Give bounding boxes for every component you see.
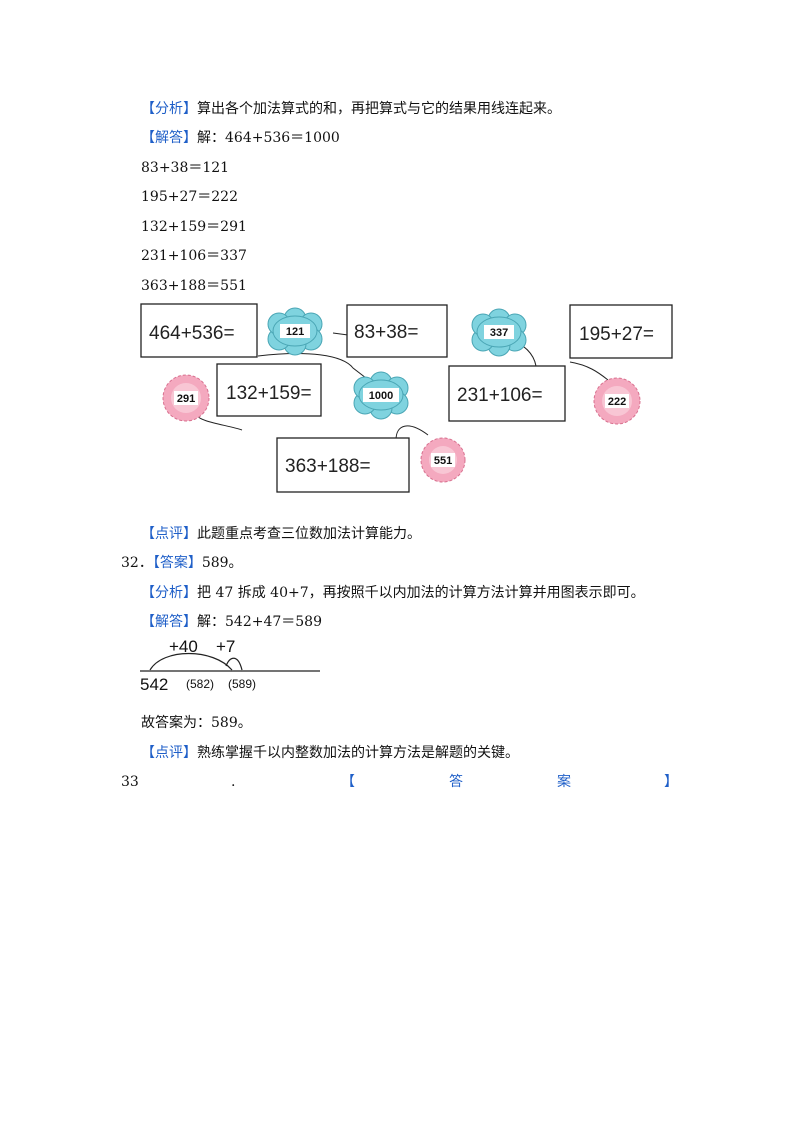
result-text: 121 — [286, 326, 304, 338]
expr-box-132-159: 132+159= — [216, 363, 322, 417]
jump-arc-7 — [225, 657, 243, 671]
solution-text: 解：542+47＝589 — [197, 614, 322, 630]
result-flower-291: 291 — [162, 374, 210, 422]
q31-analysis: 【分析】算出各个加法算式的和，再把算式与它的结果用线连起来。 — [141, 100, 561, 118]
answer-text: 解：464+536＝1000 — [197, 130, 340, 146]
q32-answer: 32．【答案】589。 — [121, 554, 243, 572]
q32-comment: 【点评】熟练掌握千以内整数加法的计算方法是解题的关键。 — [141, 744, 519, 762]
q33-number: 33 — [121, 774, 139, 790]
q32-analysis: 【分析】把 47 拆成 40+7，再按照千以内加法的计算方法计算并用图表示即可。 — [141, 584, 645, 602]
expr-text: 195+27= — [579, 324, 654, 345]
solution-tag: 【解答】 — [141, 614, 197, 630]
mid-label: (582) — [186, 677, 214, 691]
answer-tag: 【答案】 — [152, 555, 202, 571]
answer-value: 589。 — [201, 555, 243, 571]
comment-text: 此题重点考查三位数加法计算能力。 — [197, 526, 421, 542]
comment-tag: 【点评】 — [141, 526, 197, 542]
result-cloud-1000: 1000 — [353, 371, 409, 420]
q32-final: 故答案为：589。 — [141, 715, 252, 731]
expr-box-231-106: 231+106= — [448, 365, 566, 422]
comment-tag: 【点评】 — [141, 745, 197, 761]
q33-char-1: 答 — [449, 774, 463, 790]
line-83-121 — [332, 332, 349, 336]
result-text: 291 — [177, 393, 195, 405]
q33-char-2: 案 — [557, 774, 571, 790]
q31-step-4: 231+106＝337 — [141, 248, 247, 264]
expr-text: 464+536= — [149, 323, 235, 344]
result-text: 222 — [608, 396, 626, 408]
q33-dot: . — [231, 774, 236, 790]
expr-text: 363+188= — [285, 456, 371, 477]
result-text: 551 — [434, 455, 452, 467]
jump-label-40: +40 — [169, 637, 198, 656]
jump-label-7: +7 — [216, 637, 235, 656]
analysis-tag: 【分析】 — [141, 101, 197, 117]
end-label: (589) — [228, 677, 256, 691]
expr-box-363-188: 363+188= — [276, 437, 410, 493]
q31-step-2: 195+27＝222 — [141, 189, 238, 205]
expr-text: 231+106= — [457, 385, 543, 406]
analysis-tag: 【分析】 — [141, 585, 197, 601]
line-195-222 — [569, 361, 609, 381]
result-cloud-337: 337 — [471, 308, 527, 357]
result-text: 337 — [490, 327, 508, 339]
q33-bracket-close: 】 — [664, 774, 678, 790]
start-label: 542 — [140, 675, 168, 694]
number-line-figure: +40 +7 542 (582) (589) — [140, 637, 320, 694]
analysis-text: 算出各个加法算式的和，再把算式与它的结果用线连起来。 — [197, 101, 561, 117]
line-464-1000 — [257, 352, 367, 379]
expr-box-464-536: 464+536= — [140, 303, 258, 358]
expr-text: 132+159= — [226, 383, 312, 404]
q31-answer: 【解答】解：464+536＝1000 — [141, 129, 340, 147]
question-number: 32． — [121, 555, 153, 571]
q31-step-3: 132+159＝291 — [141, 219, 247, 235]
comment-text: 熟练掌握千以内整数加法的计算方法是解题的关键。 — [197, 745, 519, 761]
q31-step-1: 83+38＝121 — [141, 160, 230, 176]
line-363-551 — [395, 425, 429, 441]
q32-solution: 【解答】解：542+47＝589 — [141, 613, 322, 631]
expr-box-83-38: 83+38= — [346, 304, 448, 358]
q31-step-5: 363+188＝551 — [141, 278, 247, 294]
expr-text: 83+38= — [354, 322, 418, 343]
q31-comment: 【点评】此题重点考查三位数加法计算能力。 — [141, 525, 421, 543]
result-text: 1000 — [369, 390, 393, 402]
result-cloud-121: 121 — [267, 307, 323, 356]
answer-tag: 【解答】 — [141, 130, 197, 146]
result-flower-222: 222 — [593, 377, 641, 425]
expr-box-195-27: 195+27= — [569, 304, 673, 359]
analysis-text: 把 47 拆成 40+7，再按照千以内加法的计算方法计算并用图表示即可。 — [197, 585, 645, 601]
jump-arc-40 — [149, 653, 233, 671]
matching-figure: 464+536= 83+38= 195+27= 132+159= 231+106… — [140, 303, 673, 493]
q33-bracket-open: 【 — [341, 774, 355, 790]
result-flower-551: 551 — [420, 437, 466, 483]
